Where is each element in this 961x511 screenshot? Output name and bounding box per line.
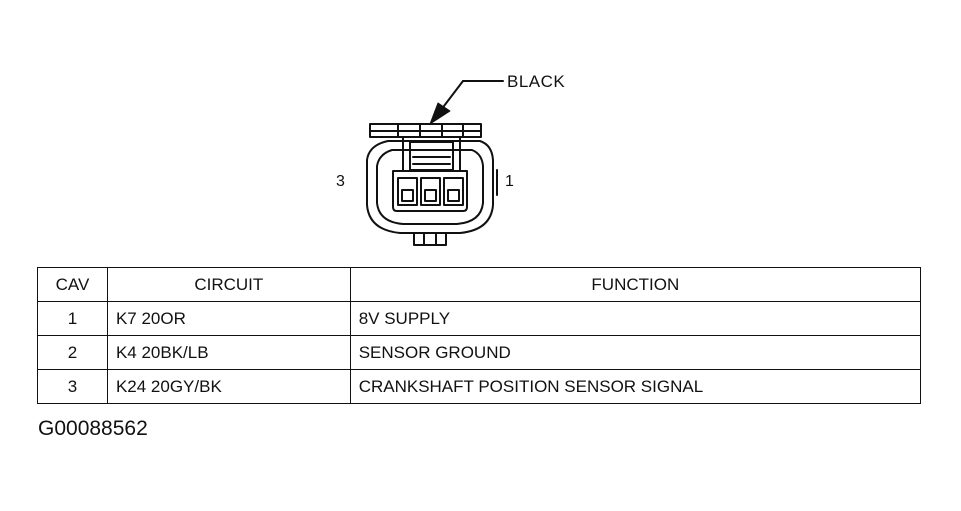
cavity-1	[443, 177, 464, 206]
cell-circuit: K7 20OR	[106, 301, 351, 336]
pinout-table: CAV CIRCUIT FUNCTION 1 K7 20OR 8V SUPPLY…	[37, 267, 922, 404]
connector-color-label: BLACK	[507, 72, 566, 91]
cell-circuit: K24 20GY/BK	[106, 369, 351, 404]
cell-function: 8V SUPPLY	[349, 301, 922, 336]
cavity-2	[420, 177, 441, 206]
cell-circuit: K4 20BK/LB	[106, 335, 351, 370]
table-header-row: CAV CIRCUIT FUNCTION	[37, 267, 922, 302]
cell-cav: 3	[37, 369, 108, 404]
header-cav: CAV	[37, 267, 108, 302]
table-row: 2 K4 20BK/LB SENSOR GROUND	[37, 335, 922, 370]
table-row: 1 K7 20OR 8V SUPPLY	[37, 301, 922, 336]
figure-id: G00088562	[38, 417, 148, 440]
cell-cav: 1	[37, 301, 108, 336]
pin-3-label: 3	[336, 173, 345, 190]
cell-function: CRANKSHAFT POSITION SENSOR SIGNAL	[349, 369, 922, 404]
header-function: FUNCTION	[349, 267, 922, 302]
table-row: 3 K24 20GY/BK CRANKSHAFT POSITION SENSOR…	[37, 369, 922, 404]
pin-1-label: 1	[505, 173, 514, 190]
cell-cav: 2	[37, 335, 108, 370]
callout-arrow	[429, 80, 504, 125]
header-circuit: CIRCUIT	[106, 267, 351, 302]
cavity-3	[397, 177, 418, 206]
cell-function: SENSOR GROUND	[349, 335, 922, 370]
connector-housing	[366, 123, 498, 246]
